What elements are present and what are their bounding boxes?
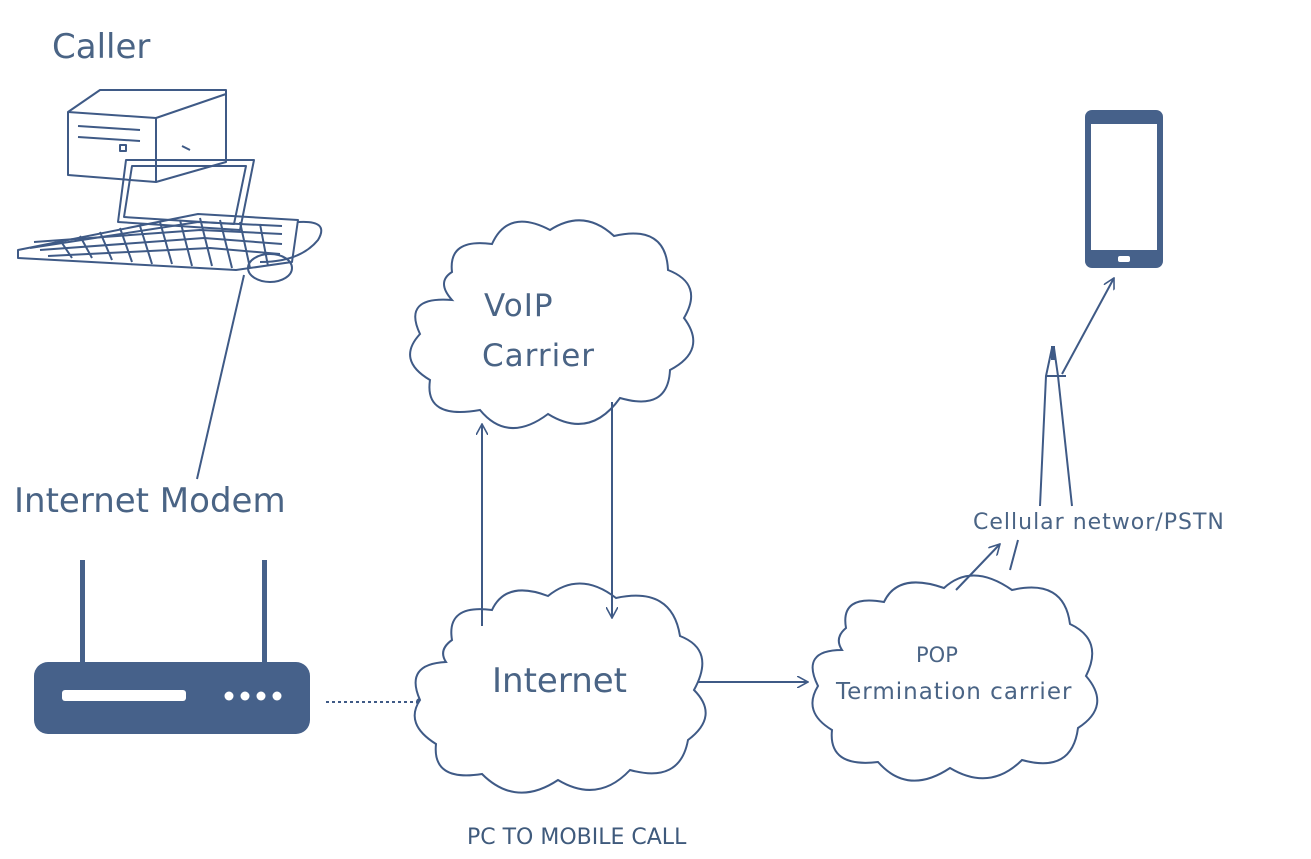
cloud-icon <box>811 574 1099 782</box>
pop-to-cellular-arrow <box>955 544 1000 591</box>
computer-to-modem-link <box>196 274 245 480</box>
internet-modem-label: Internet Modem <box>14 481 286 521</box>
diagram-caption: PC TO MOBILE CALL <box>467 825 687 850</box>
router-icon <box>34 560 310 734</box>
cellular-network-label: Cellular networ/PSTN <box>973 510 1225 535</box>
internet-label: Internet <box>492 661 628 701</box>
pop-to-cellular-link <box>1009 539 1019 571</box>
cell-tower-icon <box>1039 346 1073 507</box>
pop-label-line2: Termination carrier <box>836 679 1073 705</box>
cloud-icon <box>409 219 695 429</box>
voip-carrier-label-line2: Carrier <box>482 338 596 374</box>
smartphone-icon <box>1085 110 1163 268</box>
cloud-icon <box>413 582 707 794</box>
desktop-computer-icon <box>17 89 323 283</box>
pop-label-line1: POP <box>916 643 958 667</box>
voip-carrier-label-line1: VoIP <box>484 288 554 324</box>
tower-to-mobile-arrow <box>1061 278 1115 375</box>
caller-label: Caller <box>52 27 151 67</box>
